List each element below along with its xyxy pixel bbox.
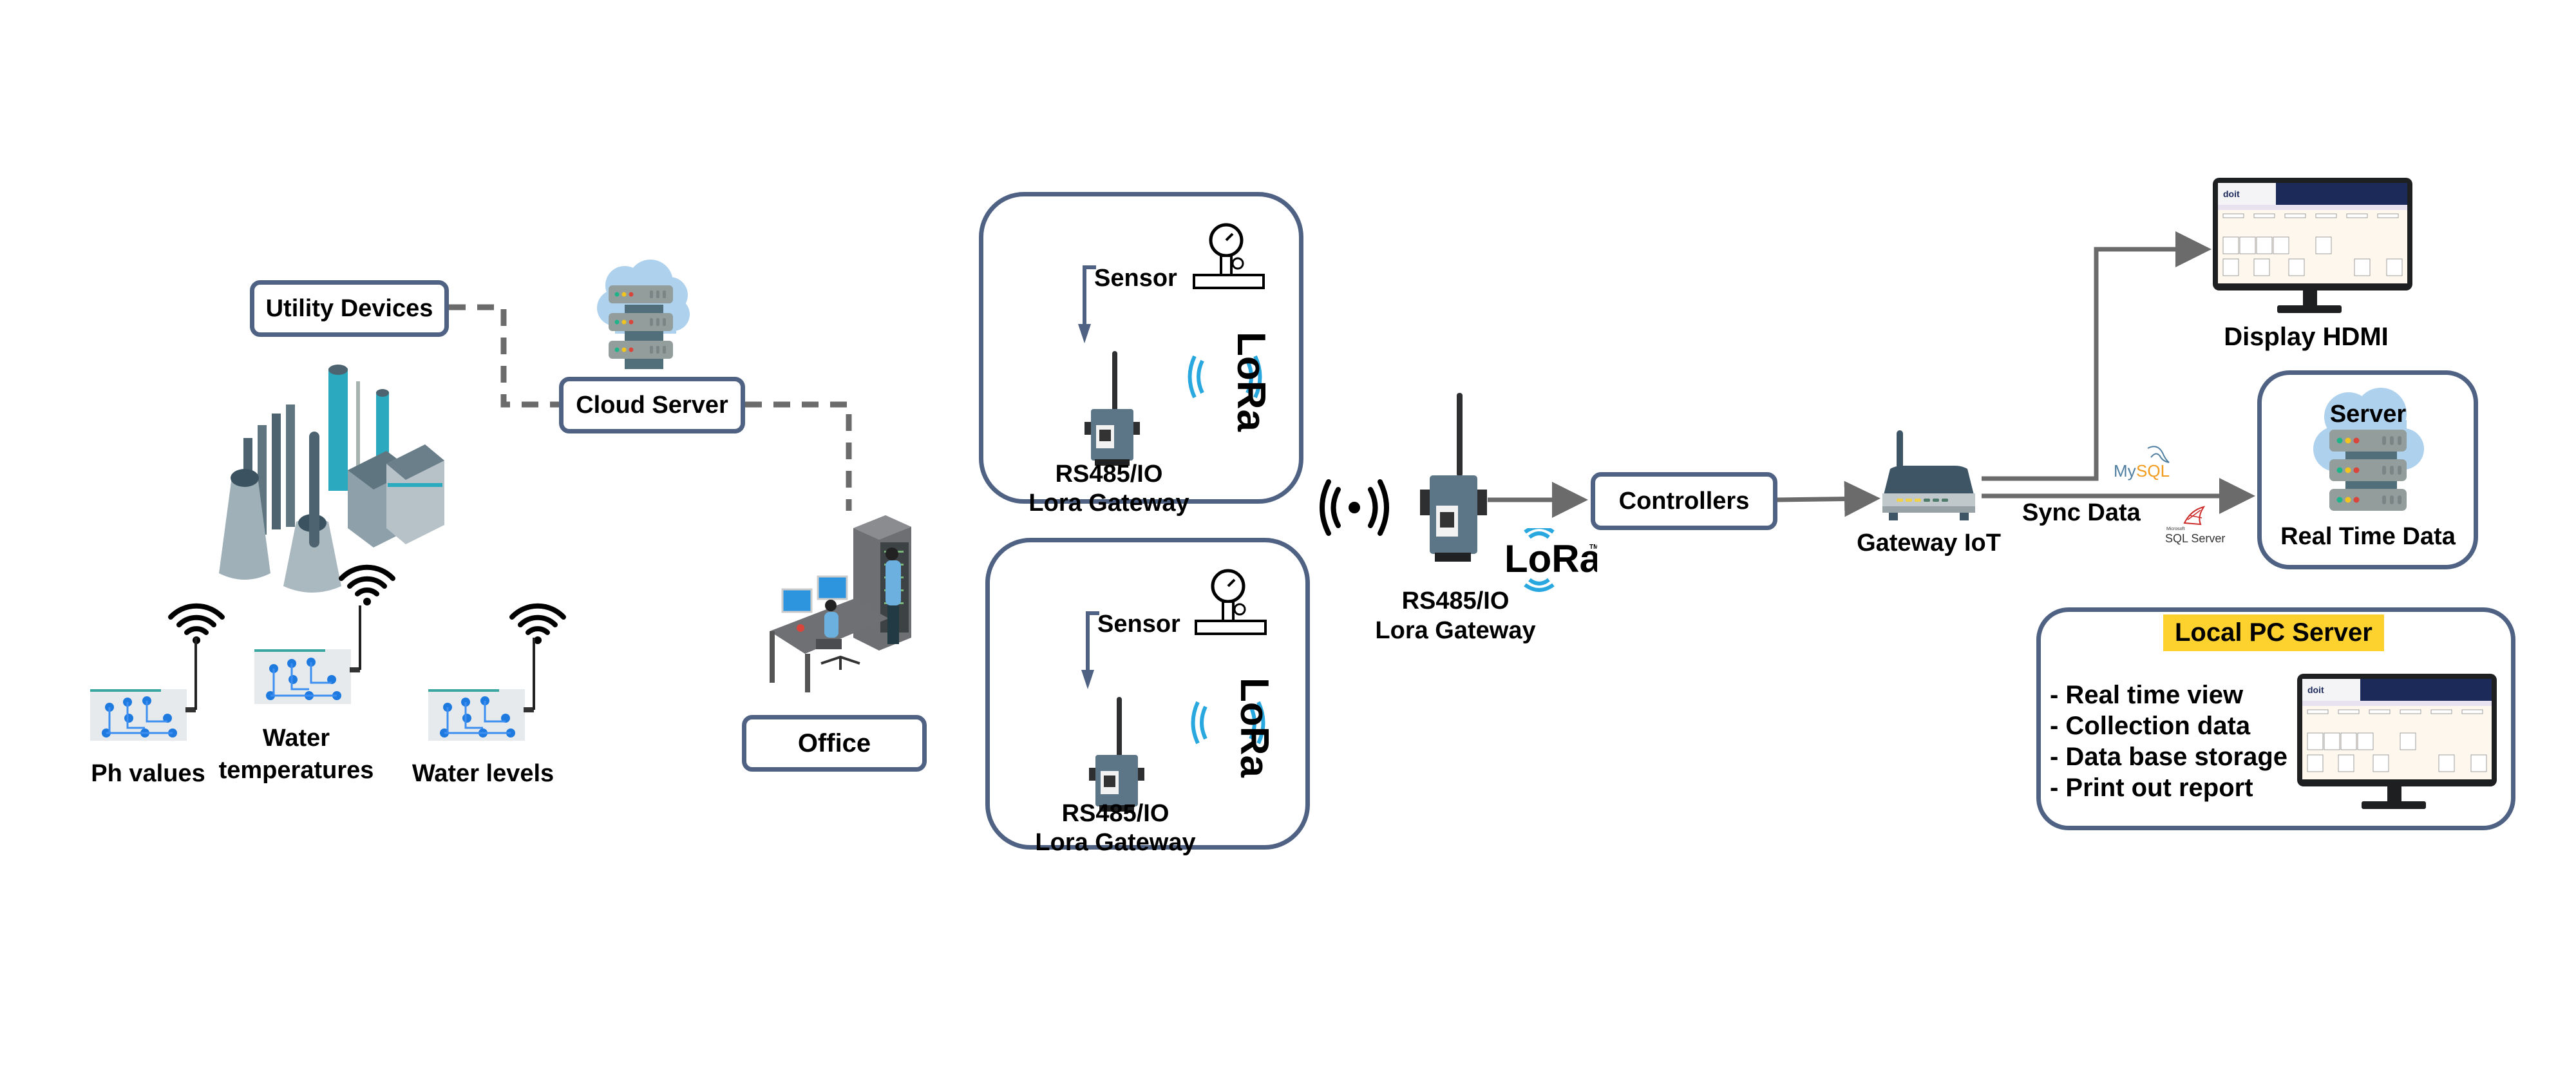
sensor-label: Sensor [1097, 611, 1180, 638]
dashed-link-utility-cloud [449, 304, 559, 408]
server-title: Server [2329, 401, 2407, 428]
sensor-label-line1: Water [262, 725, 330, 752]
device-label-line1: RS485/IO [1061, 800, 1170, 827]
sensor-board-icon [90, 638, 197, 741]
mysql-dolphin-icon [2147, 446, 2170, 463]
sensor-node-ph: Ph values [84, 593, 232, 799]
cloud-server-label: Cloud Server [576, 391, 728, 419]
feature-item: - Real time view [2050, 681, 2244, 709]
office-label: Office [797, 728, 871, 757]
sensor-board-icon [254, 605, 361, 704]
app-logo-text: doit [2307, 685, 2324, 695]
dashed-link-cloud-office [745, 401, 852, 511]
lora-node-box-top: Sensor LoRa RS485/IO Lora Gateway [979, 192, 1303, 517]
lora-logo-icon: LoRa [1188, 332, 1267, 432]
server-rack-icon [2313, 388, 2424, 511]
sqlserver-icon [2183, 506, 2206, 526]
monitor-icon: doit [2213, 178, 2412, 313]
controllers-box: Controllers [1591, 472, 1777, 530]
arrow-gatewayiot-display [1982, 231, 2211, 481]
sync-data-label: Sync Data [2022, 499, 2141, 526]
sensor-label-line2: temperatures [218, 757, 374, 784]
sensor-to-gateway-arrow [1078, 265, 1096, 343]
server-caption: Real Time Data [2280, 523, 2456, 550]
server-box: Server Real Time Data [2257, 370, 2478, 569]
device-label-line2: Lora Gateway [1035, 829, 1196, 856]
sensor-board-icon [428, 638, 535, 741]
lora-logo-icon: LoRa TM [1504, 528, 1597, 592]
wifi-signal-icon [339, 564, 395, 605]
trademark-text: TM [1589, 544, 1597, 551]
device-label-line1: RS485/IO [1055, 461, 1163, 488]
pressure-gauge-icon [1193, 223, 1265, 289]
pressure-gauge-icon [1195, 569, 1267, 635]
app-logo-text: doit [2223, 189, 2240, 199]
sqlserver-logo: Microsoft SQL Server [2165, 504, 2236, 555]
sensor-label: Water levels [412, 760, 554, 787]
office-box: Office [742, 715, 927, 772]
sensor-node-level: Water levels [412, 593, 580, 799]
lora-node-box-bottom: Sensor LoRa RS485/IO Lora Gateway [985, 538, 1310, 856]
cloud-server-icon [597, 260, 690, 369]
office-icon [770, 515, 911, 692]
lora-logo-text: LoRa [1504, 537, 1597, 580]
feature-item: - Data base storage [2050, 743, 2288, 771]
sqlserver-text: SQL Server [2165, 532, 2226, 545]
lora-gateway-device-icon [1084, 351, 1140, 466]
display-hdmi-label: Display HDMI [2224, 323, 2389, 351]
local-pc-server-title: Local PC Server [2163, 614, 2384, 651]
lora-gateway-device-icon [1089, 697, 1144, 812]
feature-item: - Collection data [2050, 712, 2251, 740]
utility-devices-box: Utility Devices [250, 280, 449, 337]
controllers-label: Controllers [1618, 487, 1750, 515]
wireless-broadcast-icon [1320, 479, 1389, 536]
mysql-sql-text: SQL [2136, 461, 2170, 481]
wifi-signal-icon [509, 603, 566, 644]
cloud-server-box: Cloud Server [559, 377, 745, 433]
sensor-label: Sensor [1094, 265, 1177, 292]
lora-logo-text: LoRa [1232, 678, 1270, 778]
sensor-to-gateway-arrow [1081, 611, 1099, 689]
local-pc-server-box: Local PC Server - Real time view - Colle… [2036, 607, 2515, 830]
feature-item: - Print out report [2050, 774, 2253, 802]
center-lora-gateway-icon [1420, 393, 1487, 562]
iot-router-icon [1882, 430, 1975, 520]
factory-icon [219, 365, 444, 593]
device-label-line2: Lora Gateway [1028, 490, 1189, 517]
gateway-iot-label: Gateway IoT [1857, 529, 2001, 557]
monitor-icon: doit [2297, 674, 2497, 809]
center-gateway-label-line2: Lora Gateway [1375, 617, 1536, 644]
utility-devices-label: Utility Devices [265, 294, 433, 322]
center-gateway-label-line1: RS485/IO [1401, 587, 1510, 614]
lora-logo-icon: LoRa [1191, 678, 1270, 778]
arrow-controllers-gatewayiot [1777, 481, 1880, 517]
sqlserver-vendor-text: Microsoft [2166, 527, 2185, 531]
sensor-label: Ph values [91, 760, 205, 787]
display-hdmi-node: doit Display HDMI [2213, 178, 2419, 352]
local-pc-feature-list: - Real time view - Collection data - Dat… [2050, 680, 2287, 803]
lora-logo-text: LoRa [1229, 332, 1267, 432]
mysql-my-text: My [2114, 461, 2136, 481]
sensor-node-temperature: Water temperatures [213, 560, 395, 792]
